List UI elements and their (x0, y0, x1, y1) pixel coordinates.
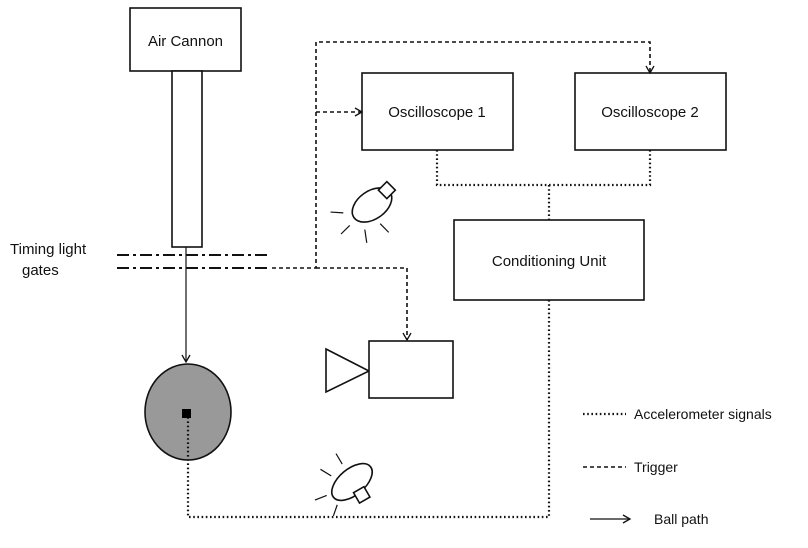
trigger-line-oscilloscope-2 (272, 41, 655, 269)
conditioning-unit: Conditioning Unit (453, 219, 645, 301)
conditioning-unit-box (453, 219, 645, 301)
legend-trigger-label: Trigger (634, 459, 678, 475)
oscilloscope-2: Oscilloscope 2 (574, 72, 727, 151)
oscilloscope-2-box (574, 72, 727, 151)
legend: Accelerometer signals Trigger Ball path (583, 406, 772, 527)
oscilloscope-1: Oscilloscope 1 (361, 72, 514, 151)
air-cannon-label: Air Cannon (148, 33, 223, 50)
air-cannon: Air Cannon (129, 7, 242, 248)
legend-ball-path-label: Ball path (654, 511, 708, 527)
accelerometer-sensor (182, 409, 191, 418)
timing-label-line2: gates (22, 262, 59, 279)
trigger-lines (272, 41, 655, 342)
camera-icon (325, 340, 454, 399)
oscilloscope-1-label: Oscilloscope 1 (388, 104, 486, 121)
signal-line-oscilloscopes (435, 150, 652, 187)
air-cannon-box (129, 7, 242, 72)
lamp-icon-upper (330, 180, 397, 243)
timing-light-gates: Timing light gates (10, 241, 270, 279)
cannon-barrel (171, 70, 203, 248)
signal-line-ball (186, 300, 551, 519)
lamp-icon-lower (314, 453, 373, 517)
ball (144, 363, 232, 461)
timing-label-line1: Timing light (10, 241, 87, 258)
conditioning-unit-label: Conditioning Unit (492, 253, 607, 270)
camera-body (368, 340, 454, 399)
accelerometer-signal-lines (186, 150, 652, 519)
camera-lens (325, 347, 371, 394)
legend-accelerometer-label: Accelerometer signals (634, 406, 772, 422)
trigger-line-camera (316, 267, 412, 342)
oscilloscope-2-label: Oscilloscope 2 (601, 104, 699, 121)
